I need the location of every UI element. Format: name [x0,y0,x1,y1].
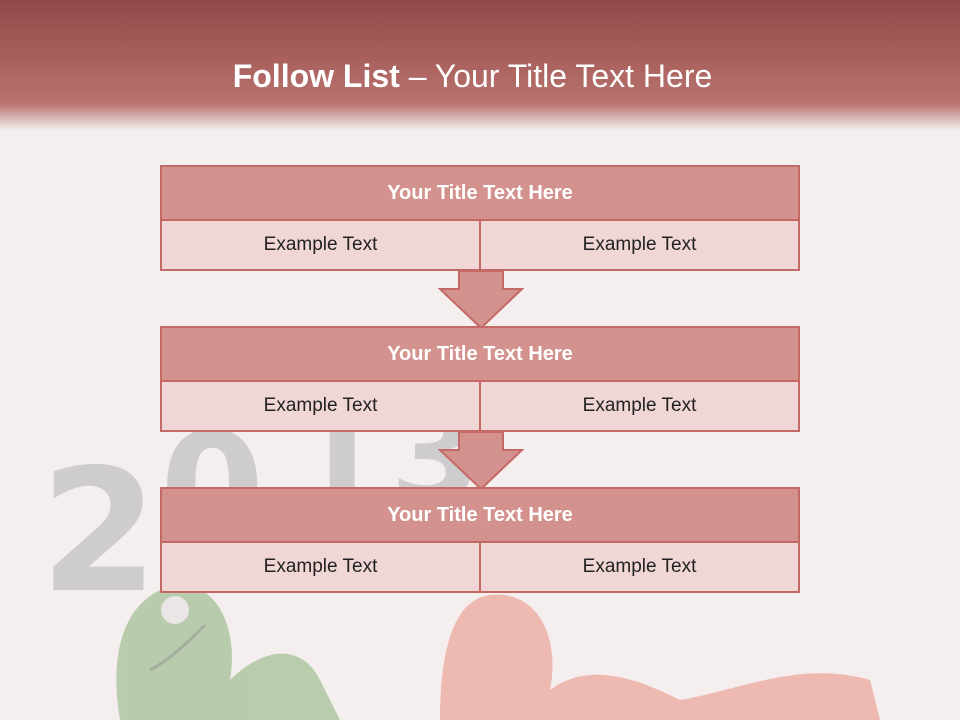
list-block-3: Your Title Text Here Example Text Exampl… [160,487,800,593]
list-block-2: Your Title Text Here Example Text Exampl… [160,326,800,432]
block-title: Your Title Text Here [160,165,800,221]
block-row: Example Text Example Text [160,221,800,271]
block-row: Example Text Example Text [160,382,800,432]
block-cell-right: Example Text [481,382,800,432]
red-snake-illustration [440,594,880,720]
year-digit-2: 2 [40,433,158,631]
green-snake-illustration [116,585,340,720]
down-arrow-icon [438,270,524,330]
header-band [0,0,960,130]
slide-title-bold: Follow List [232,58,400,94]
slide-title: Follow List – Your Title Text Here [0,56,945,96]
block-row: Example Text Example Text [160,543,800,593]
block-cell-left: Example Text [160,543,481,593]
block-title: Your Title Text Here [160,326,800,382]
down-arrow-icon [438,431,524,491]
list-block-1: Your Title Text Here Example Text Exampl… [160,165,800,271]
block-cell-right: Example Text [481,543,800,593]
block-cell-left: Example Text [160,382,481,432]
slide-title-rest: – Your Title Text Here [399,58,713,94]
block-cell-left: Example Text [160,221,481,271]
block-cell-right: Example Text [481,221,800,271]
block-title: Your Title Text Here [160,487,800,543]
